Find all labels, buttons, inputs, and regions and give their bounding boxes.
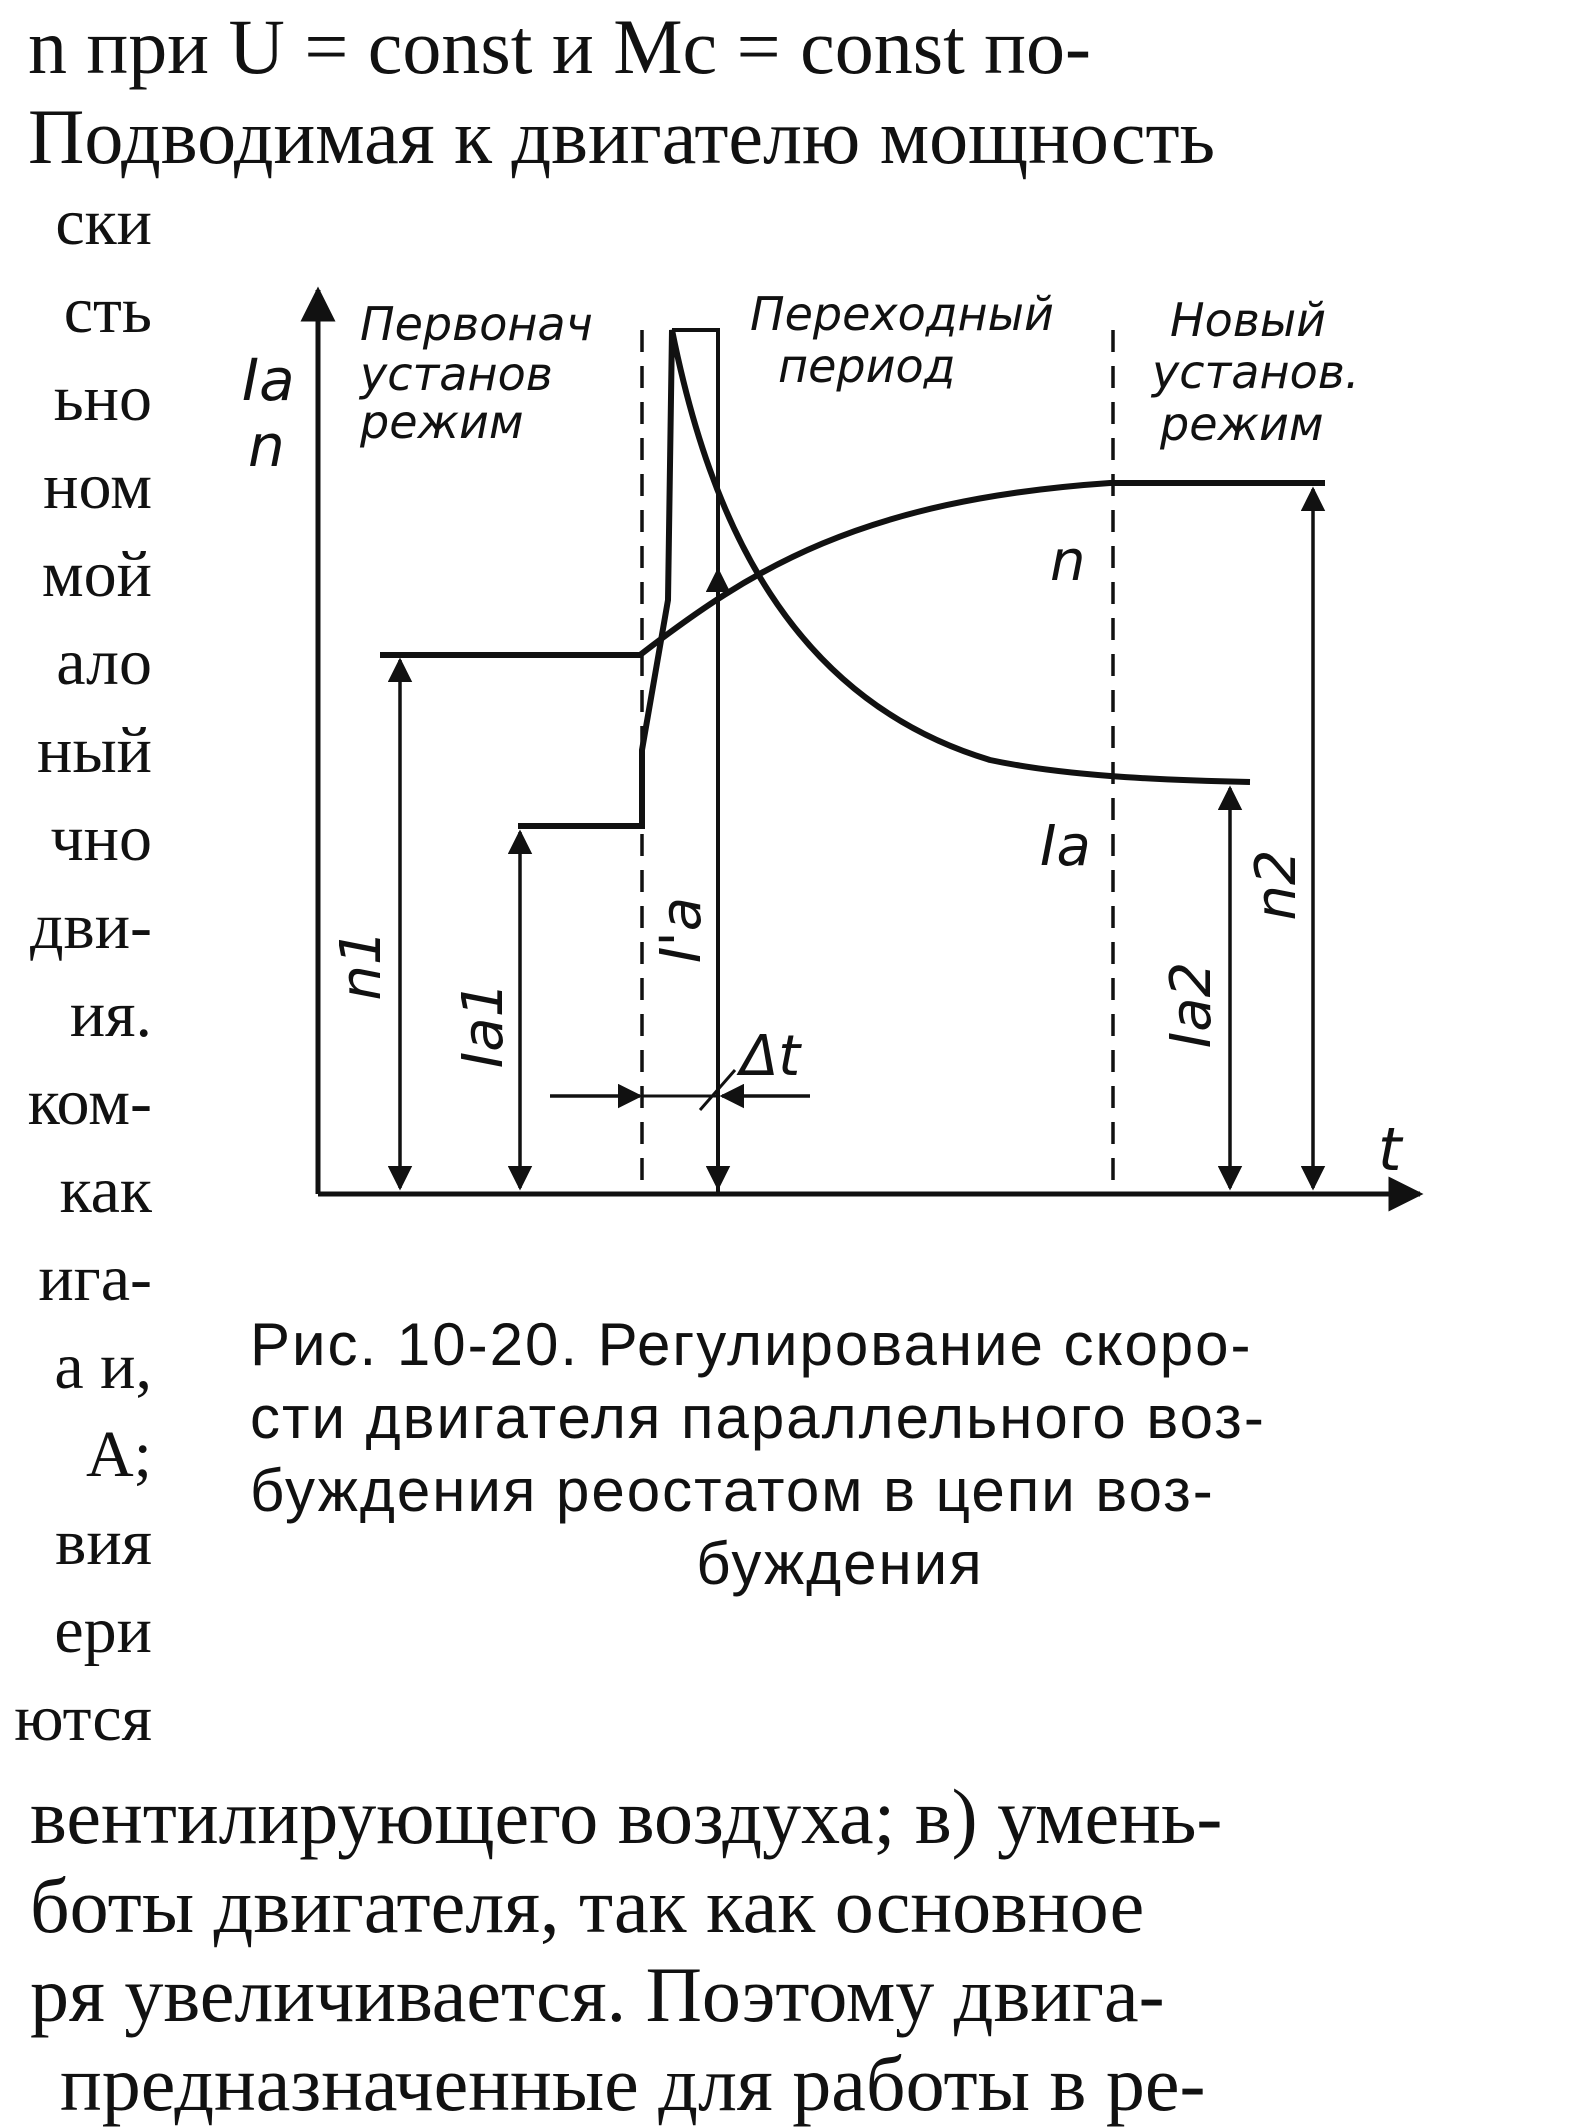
fragment: дви-: [29, 890, 152, 963]
ia2-label: Ia2: [1159, 962, 1224, 1048]
text-line-bottom-1: вентилирующего воздуха; в) умень-: [30, 1773, 1223, 1860]
fragment: ьно: [53, 362, 152, 435]
fragment: чно: [50, 802, 152, 875]
y-axis-label-speed: n: [248, 412, 285, 480]
ia-prime-edge: [672, 328, 720, 1194]
figure-caption-line-4: буждения: [696, 1530, 984, 1597]
fragment: вия: [55, 1506, 152, 1579]
region-initial-line-2: установ: [358, 347, 553, 401]
speed-curve: [380, 480, 1325, 658]
region-new-line-3: режим: [1159, 397, 1324, 451]
fragment: ком-: [27, 1066, 152, 1139]
figure-diagram: Первонач установ режим Переходный период…: [242, 286, 1424, 1212]
text-line-bottom-2: боты двигателя, так как основное: [30, 1862, 1145, 1949]
fragment: ига-: [38, 1242, 152, 1315]
fragment: ются: [14, 1682, 152, 1755]
current-curve-label: Ia: [1040, 814, 1091, 879]
region-new-line-1: Новый: [1170, 293, 1326, 347]
fragment: как: [59, 1154, 152, 1227]
left-column-fragments: ски сть ьно ном мой ало ный чно дви- ия.…: [0, 190, 170, 1790]
speed-curve-label: n: [1050, 529, 1086, 594]
fragment: мой: [41, 538, 152, 611]
region-transient-line-2: период: [778, 339, 955, 393]
fragment: ный: [37, 714, 152, 787]
current-curve: [518, 329, 1251, 829]
figure-caption-line-3: буждения реостатом в цепи воз-: [250, 1457, 1215, 1524]
region-initial-line-1: Первонач: [360, 297, 593, 351]
fragment: сть: [63, 274, 152, 347]
n1-label: n1: [329, 929, 394, 1000]
n2-label: n2: [1244, 849, 1309, 920]
region-initial-line-3: режим: [359, 395, 524, 449]
fragment: ия.: [69, 978, 152, 1051]
text-line-bottom-3: ря увеличивается. Поэтому двига-: [30, 1951, 1165, 2038]
y-axis-label-current: Ia: [242, 346, 295, 414]
figure-caption-line-1: Рис. 10-20. Регулирование скоро-: [250, 1311, 1253, 1378]
x-axis-label: t: [1378, 1115, 1404, 1185]
figure-caption-line-2: сти двигателя параллельного воз-: [250, 1384, 1266, 1451]
fragment: A;: [86, 1418, 152, 1491]
delta-t-label: Δt: [736, 1024, 802, 1089]
delta-t-leader: [698, 1069, 737, 1111]
text-line-2: Подводимая к двигателю мощность: [28, 93, 1216, 180]
ia-prime-label: I'a: [649, 897, 714, 963]
fragment: ало: [56, 626, 152, 699]
ia1-label: Ia1: [451, 982, 516, 1068]
region-transient-line-1: Переходный: [750, 287, 1054, 341]
fragment: ном: [43, 450, 152, 523]
text-line-1: n при U = const и Mс = const по-: [28, 3, 1092, 90]
region-new-line-2: установ.: [1150, 345, 1359, 399]
fragment: ски: [55, 190, 152, 259]
fragment: ери: [54, 1594, 152, 1667]
fragment: а и,: [54, 1330, 152, 1403]
text-line-bottom-4: предназначенные для работы в ре-: [60, 2040, 1206, 2127]
